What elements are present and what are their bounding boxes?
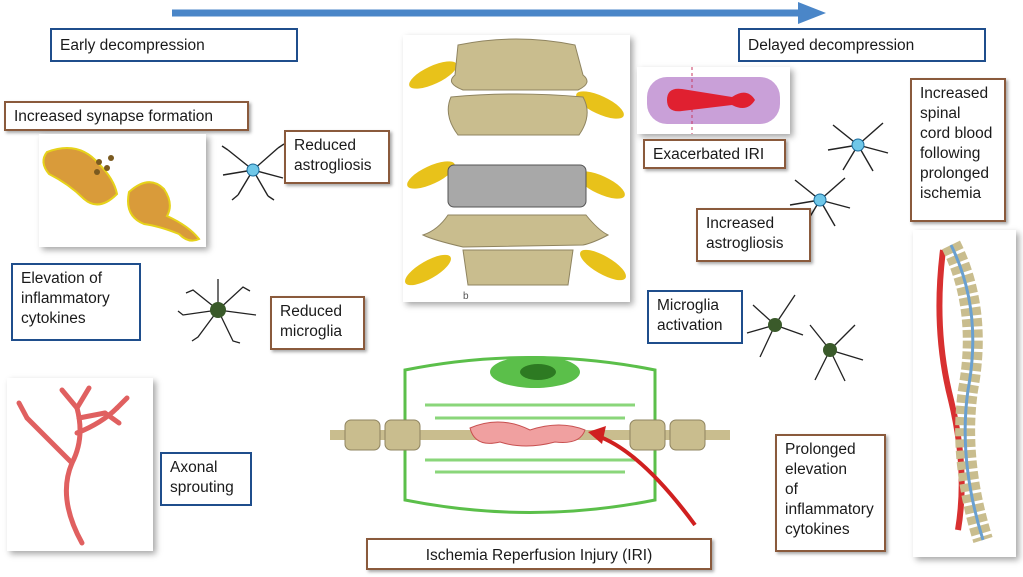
astrocyte-icon-lower: [789, 177, 851, 227]
prolonged-cytokines-label: Prolonged elevation of inflammatory cyto…: [775, 434, 886, 552]
spine-image: b: [403, 35, 630, 302]
increased-astrogliosis-label: Increased astrogliosis: [696, 208, 811, 262]
synapse-image: [39, 134, 206, 247]
reduced-microglia-label: Reduced microglia: [270, 296, 365, 350]
microglia-activation-label: Microglia activation: [647, 290, 743, 344]
cytokines-elevation-label: Elevation of inflammatory cytokines: [11, 263, 141, 341]
axon-sprouting-image: [7, 378, 153, 551]
iri-illustration: [330, 356, 730, 527]
reduced-astrogliosis-label: Reduced astrogliosis: [284, 130, 390, 184]
axonal-sprouting-label: Axonal sprouting: [160, 452, 252, 506]
delayed-decompression-label: Delayed decompression: [738, 28, 986, 62]
astrocyte-icon-upper: [827, 122, 889, 172]
timeline-arrow: [172, 2, 826, 24]
astrocyte-icon: [221, 143, 285, 201]
iri-cell-image: [637, 67, 790, 134]
increased-blood-label: Increased spinal cord blood following pr…: [910, 78, 1006, 222]
early-decompression-label: Early decompression: [50, 28, 298, 62]
exacerbated-iri-label: Exacerbated IRI: [643, 139, 786, 169]
iri-caption: Ischemia Reperfusion Injury (IRI): [366, 538, 712, 570]
synapse-label: Increased synapse formation: [4, 101, 249, 131]
spine-image-tag: b: [463, 291, 469, 302]
microglia-icon: [177, 279, 257, 344]
spinal-column-image: [913, 230, 1016, 557]
microglia-activated-icon: [746, 294, 864, 382]
